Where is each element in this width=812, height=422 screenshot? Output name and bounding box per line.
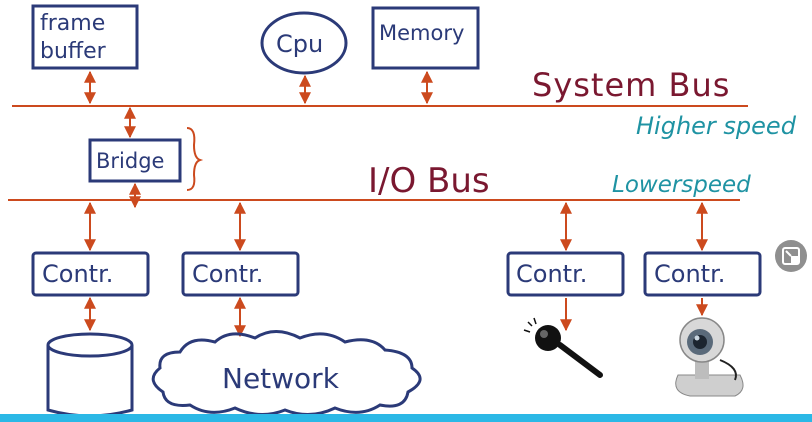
disk-cylinder-icon (46, 332, 134, 418)
picture-in-picture-exit-icon[interactable] (775, 240, 807, 272)
bridge-label: Bridge (96, 149, 164, 173)
webcam-icon (675, 317, 744, 397)
network-label: Network (222, 362, 340, 395)
frame-buffer-box (31, 4, 139, 70)
network-cloud-icon (151, 330, 422, 416)
speed-brace (186, 127, 204, 191)
memory-label: Memory (379, 21, 464, 45)
controller-box-2 (181, 251, 300, 297)
controller-label-3: Contr. (516, 260, 587, 288)
controller-box-4 (643, 251, 762, 297)
controller-label-2: Contr. (192, 260, 263, 288)
frame-buffer-label-1: frame (40, 11, 105, 36)
frame-buffer-label-2: buffer (40, 39, 107, 64)
controller-label-4: Contr. (654, 260, 725, 288)
cpu-ellipse (260, 11, 348, 75)
io-bus-label: I/O Bus (368, 161, 490, 201)
microphone-icon (523, 317, 603, 378)
controller-label-1: Contr. (42, 260, 113, 288)
cpu-label: Cpu (276, 30, 323, 58)
higher-speed-label: Higher speed (636, 112, 797, 140)
controller-box-1 (31, 251, 150, 297)
progress-bar (0, 414, 812, 422)
bridge-box (88, 138, 182, 183)
system-bus-label: System Bus (532, 66, 730, 104)
controller-box-3 (506, 251, 625, 297)
memory-box (371, 6, 480, 70)
lower-speed-label: Lowerspeed (612, 172, 751, 198)
